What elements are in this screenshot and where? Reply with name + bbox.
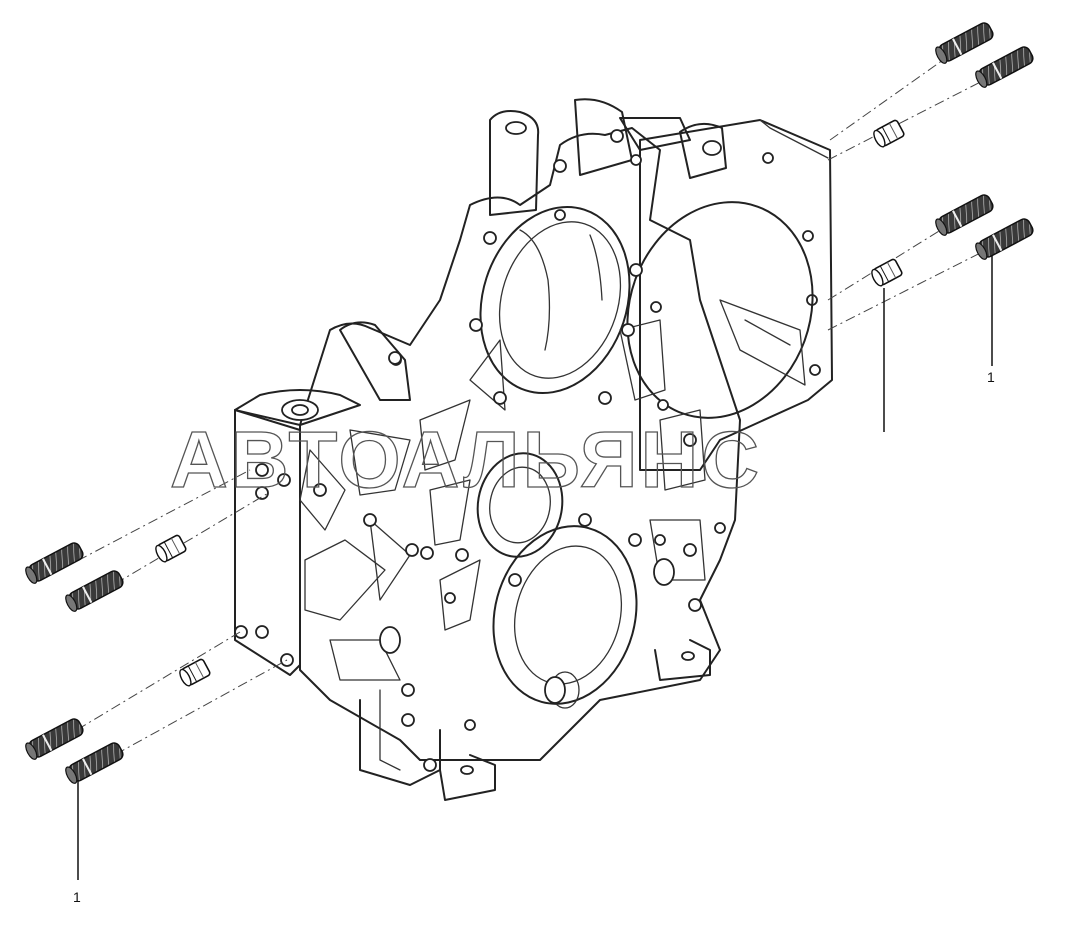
callout-left: 1 bbox=[73, 889, 81, 905]
dowel-pin-icon bbox=[152, 533, 188, 565]
callout-right: 1 bbox=[987, 369, 995, 385]
timing-gear-housing bbox=[234, 98, 833, 801]
stud-bolt-icon bbox=[932, 19, 996, 66]
fasteners-left-group bbox=[22, 533, 212, 786]
stud-bolt-icon bbox=[22, 539, 86, 586]
stud-bolt-icon bbox=[932, 191, 996, 238]
center-lines bbox=[59, 47, 1003, 765]
callout-leaders bbox=[77, 256, 993, 880]
watermark-text: АВТОАЛЬЯНС bbox=[170, 415, 762, 504]
stud-bolt-icon bbox=[972, 215, 1036, 262]
dowel-pin-icon bbox=[868, 257, 904, 289]
fasteners-right-group bbox=[868, 19, 1036, 289]
stud-bolt-icon bbox=[22, 715, 86, 762]
stud-bolt-icon bbox=[62, 739, 126, 786]
stud-bolt-icon bbox=[62, 567, 126, 614]
stud-bolt-icon bbox=[972, 43, 1036, 90]
dowel-pin-icon bbox=[176, 657, 212, 689]
